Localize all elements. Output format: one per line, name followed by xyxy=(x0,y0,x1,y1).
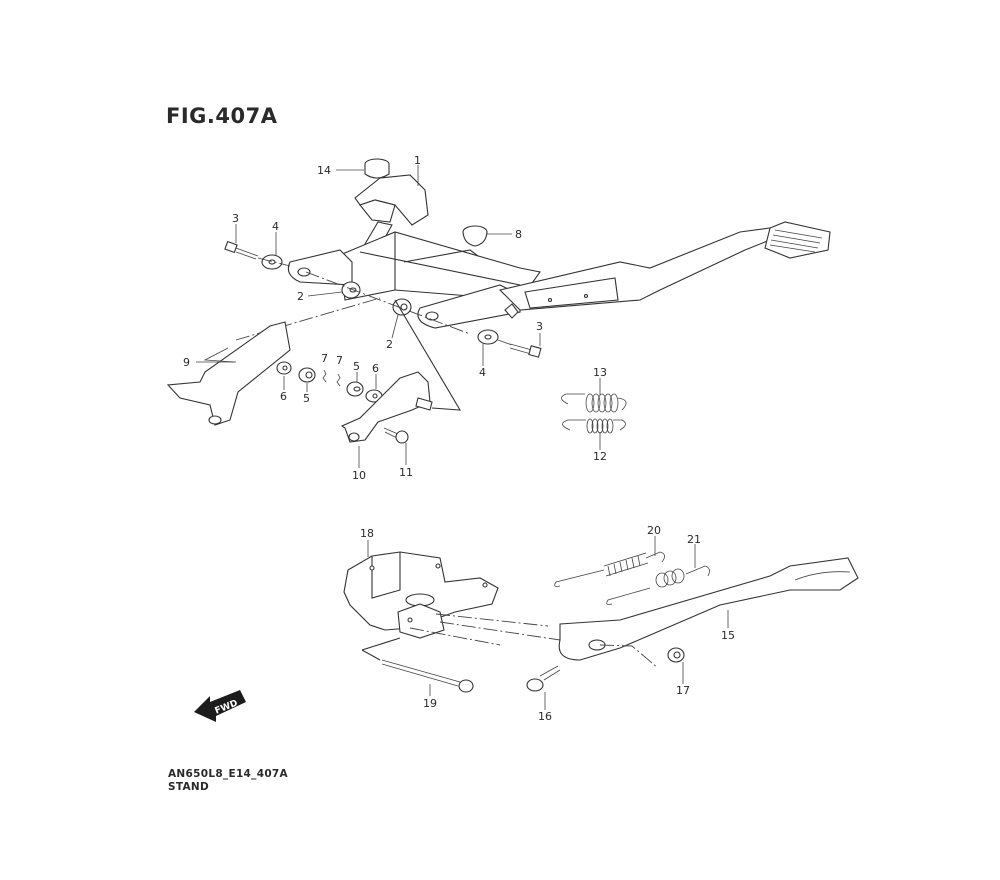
callout-6-left: 6 xyxy=(280,390,287,403)
callout-4-left: 4 xyxy=(272,220,279,233)
callout-5-right: 5 xyxy=(353,360,360,373)
callout-leaders xyxy=(196,165,729,710)
callout-15: 15 xyxy=(721,629,735,642)
figure-title: FIG.407A xyxy=(166,104,278,128)
callout-19: 19 xyxy=(423,697,437,710)
part-side-stand-bracket-18[interactable] xyxy=(343,551,499,639)
callout-21: 21 xyxy=(687,533,701,546)
callout-4-right: 4 xyxy=(479,366,486,379)
part-center-stand[interactable] xyxy=(287,174,831,329)
callout-18: 18 xyxy=(360,527,374,540)
callout-3-right: 3 xyxy=(536,320,543,333)
callout-13: 13 xyxy=(593,366,607,379)
callout-14: 14 xyxy=(317,164,331,177)
part-bracket-9[interactable] xyxy=(166,321,291,426)
callout-10: 10 xyxy=(352,469,366,482)
callout-16: 16 xyxy=(538,710,552,723)
part-bolt-16[interactable] xyxy=(526,665,561,692)
callout-12: 12 xyxy=(593,450,607,463)
part-spring-12[interactable] xyxy=(562,418,626,434)
part-nut-17[interactable] xyxy=(667,647,685,663)
part-stopper-8[interactable] xyxy=(462,225,488,247)
part-washer-6-left[interactable] xyxy=(276,361,292,375)
part-bolt-3-right[interactable] xyxy=(509,343,542,358)
callout-20: 20 xyxy=(647,524,661,537)
part-bolt-19[interactable] xyxy=(381,659,474,693)
part-bushing-5-right[interactable] xyxy=(346,381,364,397)
part-washer-4-left[interactable] xyxy=(261,254,283,270)
part-pin-7-a[interactable] xyxy=(322,369,327,383)
callout-11: 11 xyxy=(399,466,413,479)
callout-8: 8 xyxy=(515,228,522,241)
part-spring-13[interactable] xyxy=(561,393,627,413)
part-stopper-14[interactable] xyxy=(364,158,390,179)
part-bushing-2-right[interactable] xyxy=(392,298,412,316)
callout-2-left: 2 xyxy=(297,290,304,303)
callout-6-right: 6 xyxy=(372,362,379,375)
part-bushing-2-left[interactable] xyxy=(341,281,361,299)
part-spring-20[interactable] xyxy=(554,551,665,587)
callout-5-left: 5 xyxy=(303,392,310,405)
callout-1: 1 xyxy=(414,154,421,167)
part-washer-4-right[interactable] xyxy=(477,329,499,345)
part-spring-21[interactable] xyxy=(606,565,710,605)
callout-2-right: 2 xyxy=(386,338,393,351)
fwd-arrow-icon: FWD xyxy=(194,690,246,722)
figure-name: STAND xyxy=(168,781,210,793)
part-bolt-3-left[interactable] xyxy=(224,240,259,260)
part-bracket-10[interactable] xyxy=(340,371,433,443)
part-side-stand-15[interactable] xyxy=(558,557,859,669)
part-bolt-11[interactable] xyxy=(383,427,409,444)
callout-9: 9 xyxy=(183,356,190,369)
callout-7-a: 7 xyxy=(321,352,328,365)
callout-7-b: 7 xyxy=(336,354,343,367)
callout-17: 17 xyxy=(676,684,690,697)
callout-3-left: 3 xyxy=(232,212,239,225)
part-bushing-5-left[interactable] xyxy=(298,367,316,383)
figure-code: AN650L8_E14_407A xyxy=(168,768,288,780)
part-pin-7-b[interactable] xyxy=(336,373,341,387)
